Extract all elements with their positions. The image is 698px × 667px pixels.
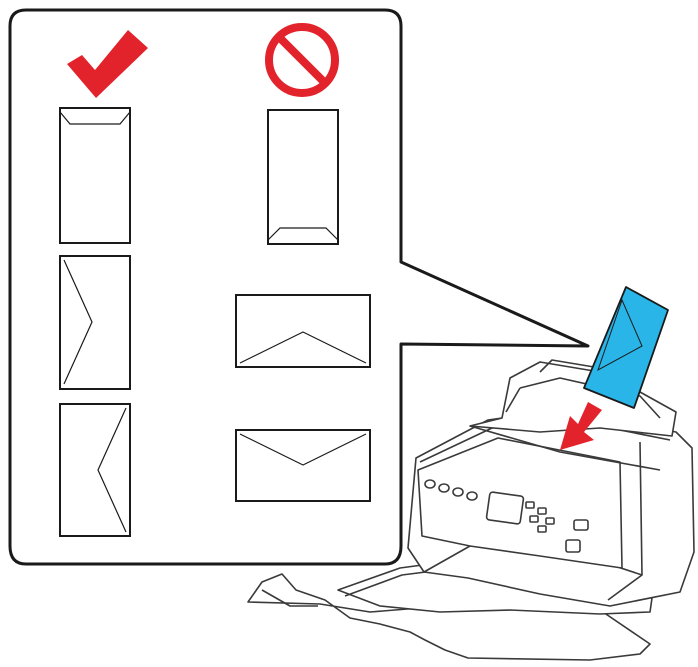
envelope-portrait-flap-right xyxy=(59,255,131,390)
envelope-portrait-flap-top xyxy=(59,107,131,244)
envelope-inserted-icon xyxy=(583,286,669,409)
envelope-portrait-flap-bottom xyxy=(267,109,339,245)
callout-panel xyxy=(8,8,590,566)
insert-arrow-icon xyxy=(560,402,602,450)
scanner-illustration xyxy=(247,359,695,661)
envelope-landscape-flap-top xyxy=(235,429,371,502)
envelope-landscape-flap-bottom xyxy=(235,294,371,368)
control-panel xyxy=(417,437,623,569)
prohibited-icon xyxy=(265,23,339,97)
checkmark-icon xyxy=(67,30,148,98)
envelope-portrait-flap-left xyxy=(59,403,131,537)
